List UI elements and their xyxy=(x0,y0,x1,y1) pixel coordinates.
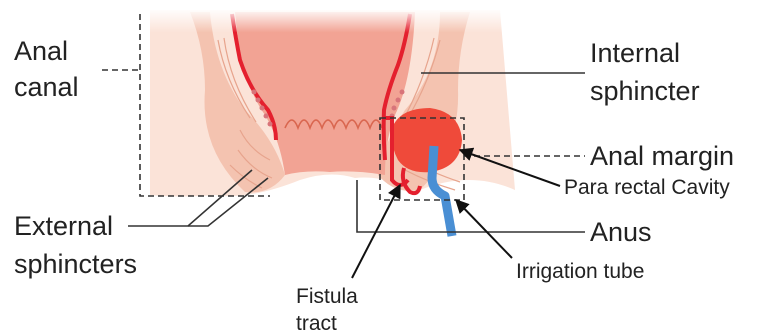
label-para-rectal-cavity: Para rectal Cavity xyxy=(564,176,730,199)
label-external-sphincters-line2: sphincters xyxy=(14,249,137,279)
label-fistula-tract-line1: Fistula xyxy=(296,285,358,308)
label-irrigation-tube: Irrigation tube xyxy=(516,260,644,283)
label-anal-canal-line1: Anal xyxy=(14,36,68,66)
label-internal-sphincter-line2: sphincter xyxy=(590,76,700,106)
label-internal-sphincter-line1: Internal xyxy=(590,38,680,68)
label-anus: Anus xyxy=(590,217,652,247)
irrigation-tube-arrow xyxy=(456,200,512,258)
label-anal-margin: Anal margin xyxy=(590,141,734,171)
label-fistula-tract-line2: tract xyxy=(296,312,337,335)
label-anal-canal-line2: canal xyxy=(14,72,79,102)
anatomy-illustration xyxy=(140,8,520,236)
anus-leader xyxy=(357,180,585,232)
label-external-sphincters-line1: External xyxy=(14,211,113,241)
top-fade xyxy=(140,8,520,78)
